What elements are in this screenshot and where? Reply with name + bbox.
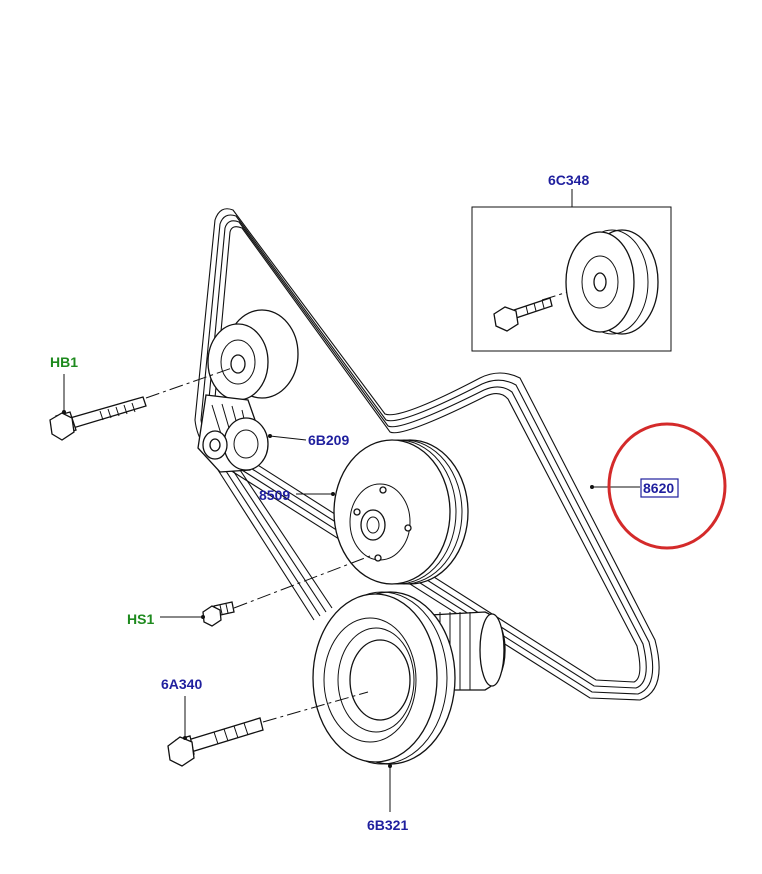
- label-6b321[interactable]: 6B321: [367, 817, 408, 833]
- pulley-8509[interactable]: [333, 439, 469, 585]
- label-hb1[interactable]: HB1: [50, 354, 78, 370]
- highlight-circle: [607, 422, 727, 550]
- label-6c348[interactable]: 6C348: [548, 172, 589, 188]
- inset-6c348[interactable]: [471, 206, 672, 352]
- leader-lines: [62, 189, 640, 812]
- label-8620[interactable]: 8620: [643, 480, 674, 496]
- drive-belt[interactable]: [194, 208, 660, 701]
- label-6a340[interactable]: 6A340: [161, 676, 202, 692]
- bolt-hs1[interactable]: [202, 601, 235, 627]
- label-6b209[interactable]: 6B209: [308, 432, 349, 448]
- label-8620-box: [640, 478, 679, 498]
- bolt-hb1[interactable]: [49, 396, 147, 441]
- tensioner-assembly[interactable]: [197, 309, 299, 473]
- bolt-6a340[interactable]: [167, 717, 264, 767]
- crankshaft-pulley-6b321[interactable]: [312, 591, 506, 765]
- label-8509[interactable]: 8509: [259, 487, 290, 503]
- label-hs1[interactable]: HS1: [127, 611, 154, 627]
